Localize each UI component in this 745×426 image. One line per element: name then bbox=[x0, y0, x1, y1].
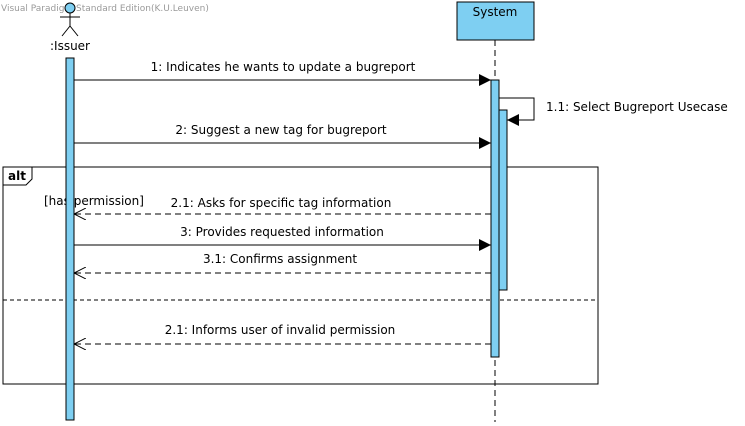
actor-head-icon bbox=[64, 2, 76, 14]
actor-left-leg-icon bbox=[61, 25, 71, 37]
system-header-box bbox=[456, 1, 535, 41]
message-2-1-else-label: 2.1: Informs user of invalid permission bbox=[165, 323, 396, 337]
message-2-1: 2.1: Asks for specific tag information bbox=[74, 196, 491, 214]
message-1-1: 1.1: Select Bugreport Usecase bbox=[499, 97, 728, 126]
message-1-1-arrow bbox=[499, 97, 535, 126]
activation-bar-system bbox=[490, 79, 500, 358]
message-1-1-label: 1.1: Select Bugreport Usecase bbox=[546, 100, 728, 114]
alt-guard-label: [has permission] bbox=[44, 194, 144, 208]
actor-right-leg-icon bbox=[69, 25, 79, 37]
actor-issuer-label: :Issuer bbox=[50, 39, 90, 53]
message-3-1-label: 3.1: Confirms assignment bbox=[203, 252, 357, 266]
activation-bar-system-nested bbox=[498, 109, 508, 291]
system-header-label: System bbox=[473, 5, 518, 19]
message-3: 3: Provides requested information bbox=[74, 225, 491, 251]
message-2-label: 2: Suggest a new tag for bugreport bbox=[175, 123, 386, 137]
actor-issuer: :Issuer bbox=[50, 2, 90, 53]
alt-fragment-frame bbox=[2, 166, 599, 385]
message-1: 1: Indicates he wants to update a bugrep… bbox=[74, 60, 491, 86]
activation-bar-issuer bbox=[65, 57, 75, 421]
alt-operator-label: alt bbox=[8, 169, 26, 183]
message-3-1: 3.1: Confirms assignment bbox=[74, 252, 491, 273]
message-2-1-label: 2.1: Asks for specific tag information bbox=[171, 196, 392, 210]
watermark-text: Visual Paradigm Standard Edition(K.U.Leu… bbox=[1, 4, 209, 14]
message-2-1-else: 2.1: Informs user of invalid permission bbox=[74, 323, 491, 344]
message-3-label: 3: Provides requested information bbox=[180, 225, 384, 239]
alt-operator-tab bbox=[2, 166, 33, 186]
lifeline-header-system: System bbox=[456, 1, 535, 41]
message-2: 2: Suggest a new tag for bugreport bbox=[74, 123, 491, 149]
message-1-label: 1: Indicates he wants to update a bugrep… bbox=[151, 60, 416, 74]
